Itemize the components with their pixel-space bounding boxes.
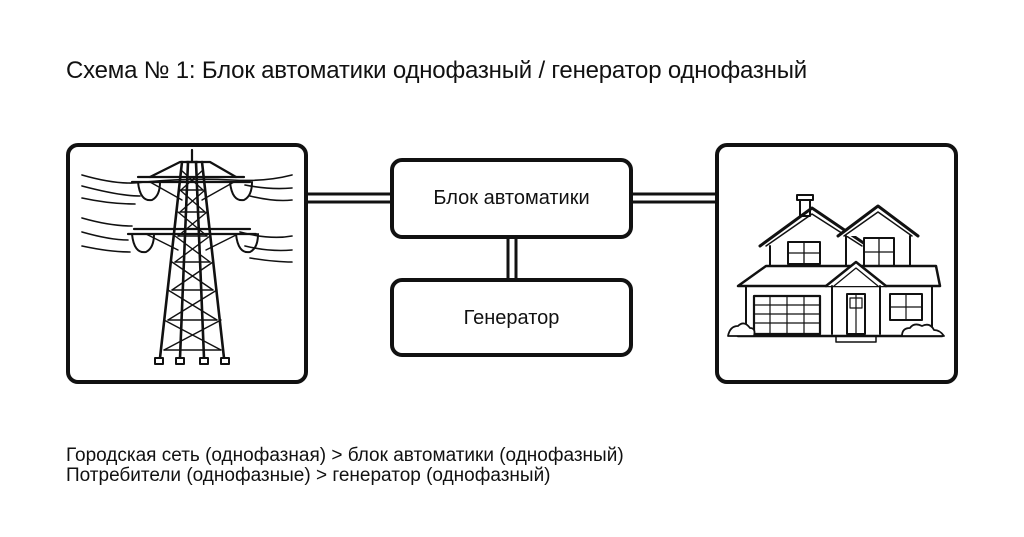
connector-automation-generator (506, 237, 518, 280)
note-line: Городская сеть (однофазная) > блок автом… (66, 445, 624, 466)
connector-grid-automation (306, 192, 392, 204)
house-icon (727, 194, 945, 343)
connector-automation-house (631, 192, 717, 204)
automation-label: Блок автоматики (433, 187, 590, 209)
grid-node (66, 143, 308, 384)
house-node (715, 143, 958, 384)
generator-node (390, 278, 633, 357)
diagram-title: Схема № 1: Блок автоматики однофазный / … (66, 57, 807, 84)
automation-node (390, 158, 633, 239)
generator-label: Генератор (463, 307, 560, 329)
power-tower-icon (81, 148, 293, 365)
note-line: Потребители (однофазные) > генератор (од… (66, 465, 551, 486)
notes: Городская сеть (однофазная) > блок автом… (66, 446, 624, 486)
